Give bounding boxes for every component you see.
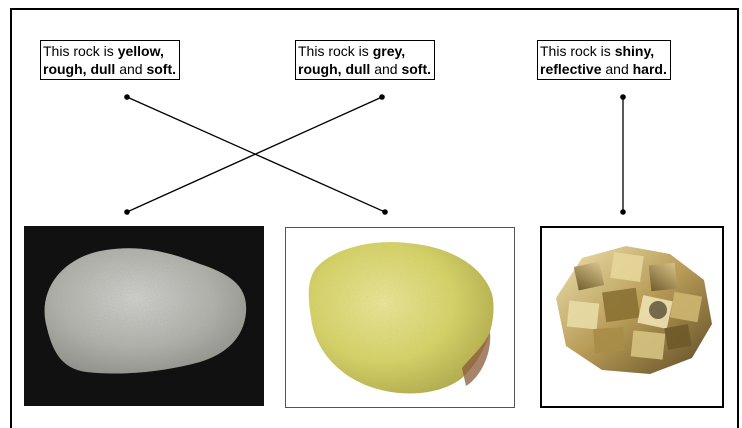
line-endpoint-dot xyxy=(620,94,626,100)
grey-rock-image xyxy=(24,226,264,406)
match-line-shiny xyxy=(620,94,626,215)
line-endpoint-dot xyxy=(379,94,385,100)
yellow-rock-image xyxy=(286,228,514,407)
yellow-rock-photo xyxy=(285,227,515,408)
line-endpoint-dot xyxy=(124,94,130,100)
grey-rock-photo xyxy=(24,226,264,406)
match-line-grey xyxy=(124,94,385,215)
line-endpoint-dot xyxy=(124,209,130,215)
shiny-rock-photo xyxy=(540,226,724,408)
line-endpoint-dot xyxy=(620,209,626,215)
line-endpoint-dot xyxy=(382,209,388,215)
shiny-rock-image xyxy=(542,228,722,406)
